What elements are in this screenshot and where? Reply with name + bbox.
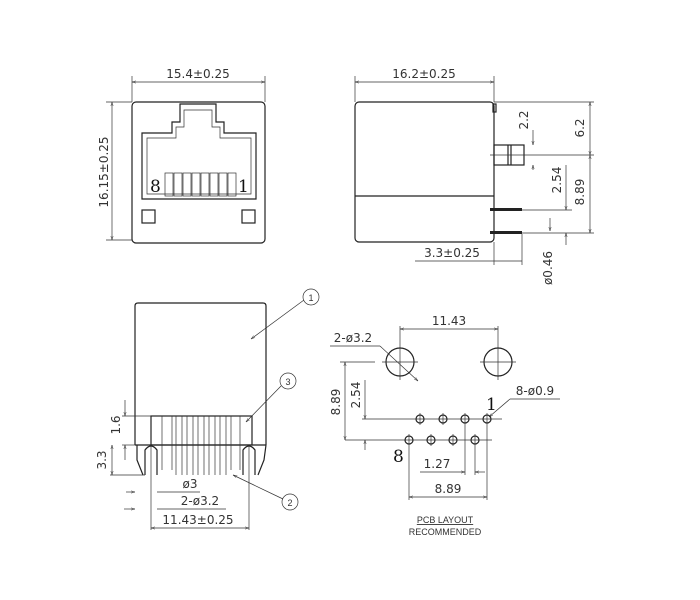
row-dim: 8.89	[329, 389, 343, 416]
pin-length-dim: 3.3±0.25	[424, 246, 480, 260]
pcb-subtitle: RECOMMENDED	[409, 527, 482, 537]
span-dim: 11.43±0.25	[162, 513, 233, 527]
dim-3-3: 3.3	[95, 450, 109, 469]
width-dim: 15.4±0.25	[166, 67, 230, 81]
pcb-title: PCB LAYOUT	[417, 515, 474, 525]
pcb-pin1-label: 1	[486, 395, 497, 415]
side-view: 16.2±0.25 2.2 6.2 2.54 8.89 3.3±0.25 ø0.…	[354, 67, 594, 285]
pitch-dim: 1.27	[424, 457, 451, 471]
hole-dia-dim: 2-ø3.2	[181, 494, 219, 508]
dim-1-6: 1.6	[109, 415, 123, 434]
dim-2-54: 2.54	[550, 167, 564, 194]
callout-2: 2	[287, 498, 292, 508]
post-dia-dim: ø3	[183, 477, 198, 491]
pin1-label: 1	[238, 177, 249, 197]
row-offset-dim: 2.54	[349, 382, 363, 409]
pin-span-dim: 8.89	[435, 482, 462, 496]
dim-8-89: 8.89	[573, 179, 587, 206]
height-dim: 16.15±0.25	[97, 136, 111, 207]
length-dim: 16.2±0.25	[392, 67, 456, 81]
callout-1: 1	[308, 293, 313, 303]
contacts	[164, 172, 237, 197]
big-holes-label: 2-ø3.2	[334, 331, 372, 345]
small-holes-label: 8-ø0.9	[516, 384, 554, 398]
pcb-layout: 11.43 2-ø3.2 1 8 8-ø0.9 8.89 2.54 1.27 8…	[329, 314, 560, 537]
pin-dia-dim: ø0.46	[541, 251, 555, 285]
dim-6-2: 6.2	[573, 118, 587, 137]
dim-2-2: 2.2	[517, 110, 531, 129]
pcb-pin8-label: 8	[393, 447, 404, 467]
front-view: 8 1 15.4±0.25 16.15±0.25	[97, 67, 266, 244]
pcb-span-dim: 11.43	[432, 314, 466, 328]
callout-3: 3	[285, 377, 290, 387]
bottom-view: 1.6 3.3 ø3 2-ø3.2 11.43±0.25 1 3 2	[95, 288, 320, 530]
pin8-label: 8	[150, 177, 161, 197]
